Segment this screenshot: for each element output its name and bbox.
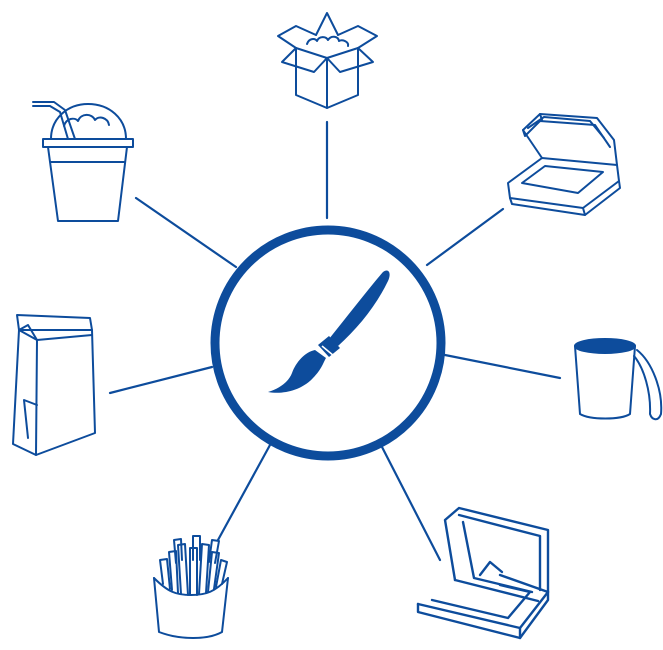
connector-clamshell <box>427 209 503 265</box>
paper-cup-with-lid-icon <box>575 339 661 419</box>
french-fries-icon <box>154 536 228 638</box>
paper-bag-icon <box>13 315 95 455</box>
dessert-cup-icon <box>33 102 133 221</box>
pizza-box-icon <box>418 508 548 638</box>
connector-paper-bag <box>110 367 212 393</box>
takeout-box-icon <box>278 13 377 108</box>
center-node <box>215 230 441 456</box>
connector-pizza-box <box>382 447 440 560</box>
connector-dessert-cup <box>136 198 236 267</box>
connector-paper-cup <box>445 355 560 378</box>
connector-fries <box>218 445 270 540</box>
clamshell-container-icon <box>508 114 620 215</box>
